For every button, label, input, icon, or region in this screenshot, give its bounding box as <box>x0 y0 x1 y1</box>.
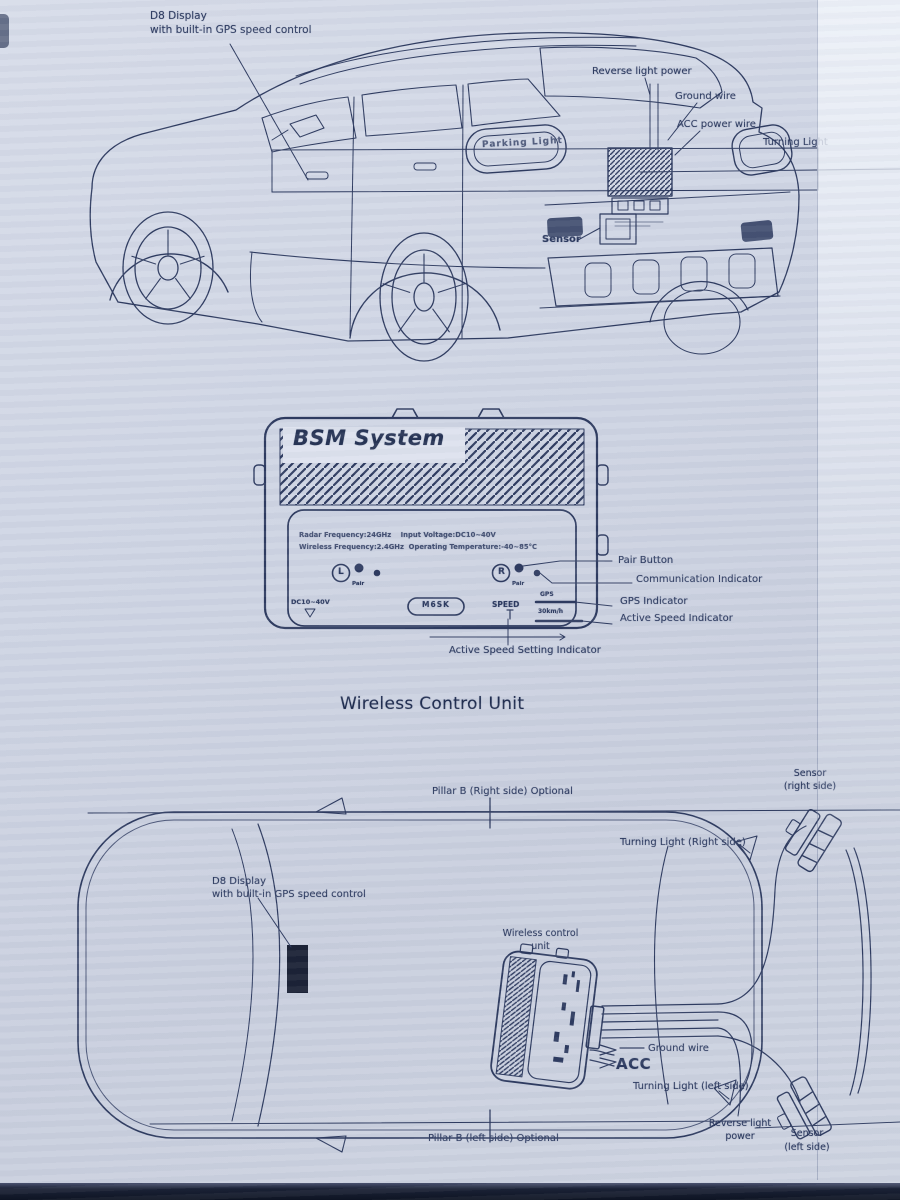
turning-light-right-icon <box>734 835 758 861</box>
unit-voltage: DC10~40V <box>291 598 330 606</box>
callout-gps-indicator: GPS Indicator <box>620 596 688 607</box>
left-tail-light <box>465 124 567 174</box>
unit-leader-lines <box>429 560 633 646</box>
rear-view-illustration <box>89 32 900 362</box>
label-acc-power-wire: ACC power wire <box>677 119 756 130</box>
label-wireless-control-unit: Wireless control <box>502 928 579 939</box>
right-tail-light <box>731 124 793 176</box>
unit-gps-small: GPS <box>540 591 554 598</box>
wireless-unit-shape <box>490 943 605 1090</box>
unit-brand: BSM System <box>293 426 445 450</box>
label-reverse-light-power: Reverse light power <box>592 66 692 77</box>
label-d8-topview: D8 Display <box>212 876 267 887</box>
unit-spec-line2: Wireless Frequency:2.4GHz Operating Temp… <box>299 543 537 551</box>
label-sensor-left: Sensor <box>790 1128 824 1139</box>
label-pillar-right: Pillar B (Right side) Optional <box>432 786 573 797</box>
ground-acc-glyphs <box>599 1044 645 1069</box>
dial-left-letter: L <box>338 567 344 577</box>
bsm-unit-illustration <box>253 408 633 646</box>
label-acc: ACC <box>616 1055 652 1073</box>
rear-wheel <box>379 232 469 362</box>
pair-left-label: Pair <box>352 581 365 587</box>
pair-button-text: M6SK <box>422 600 450 609</box>
label-sensor-right: Sensor <box>793 768 827 779</box>
pair-right-label: Pair <box>512 581 525 587</box>
unit-spec-line1: Radar Frequency:24GHz Input Voltage:DC10… <box>299 531 496 539</box>
label-wireless-control-unit-2: unit <box>531 941 550 952</box>
label-turning-left: Turning Light (left side) <box>633 1081 749 1092</box>
label-turning-right: Turning Light (Right side) <box>620 837 746 848</box>
rear-sensor <box>599 213 637 245</box>
mirror-top <box>315 797 347 815</box>
mirror-bottom <box>315 1135 347 1153</box>
label-ground-wire-topview: Ground wire <box>648 1043 709 1054</box>
callout-active-speed-indicator: Active Speed Indicator <box>620 613 733 624</box>
page-edge <box>817 0 900 1180</box>
dial-right-letter: R <box>498 567 505 577</box>
section-title: Wireless Control Unit <box>340 694 525 714</box>
indicator-dials <box>331 563 541 583</box>
label-sensor: Sensor <box>542 234 581 245</box>
callout-active-speed-setting: Active Speed Setting Indicator <box>449 645 601 656</box>
unit-speed: SPEED <box>492 600 520 609</box>
pillar-lines <box>87 797 900 1143</box>
unit-kmh-small: 30km/h <box>538 608 564 615</box>
photo-corner-mark <box>0 14 9 48</box>
trunk-unit <box>607 147 673 227</box>
label-turning-light-right: Turning Light <box>763 137 828 148</box>
photo-bottom-edge <box>0 1183 900 1200</box>
top-leader-lines <box>257 897 741 1117</box>
label-ground-wire: Ground wire <box>675 91 736 102</box>
turning-light-left-icon <box>713 1079 737 1106</box>
callout-communication-indicator: Communication Indicator <box>636 574 763 585</box>
label-pillar-left: Pillar B (left side) Optional <box>428 1133 559 1144</box>
label-d8-display-2: with built-in GPS speed control <box>150 24 312 36</box>
rear-leader-lines <box>229 43 701 241</box>
callout-pair-button: Pair Button <box>618 555 674 566</box>
label-reverse-light-topview-2: power <box>725 1131 755 1142</box>
d8-display-shape <box>287 945 308 993</box>
label-d8-display: D8 Display <box>150 10 207 22</box>
label-d8-topview-2: with built-in GPS speed control <box>212 889 366 900</box>
label-reverse-light-topview: Reverse light <box>708 1118 772 1129</box>
front-wheel <box>122 211 214 325</box>
pair-button-shape <box>407 597 465 616</box>
